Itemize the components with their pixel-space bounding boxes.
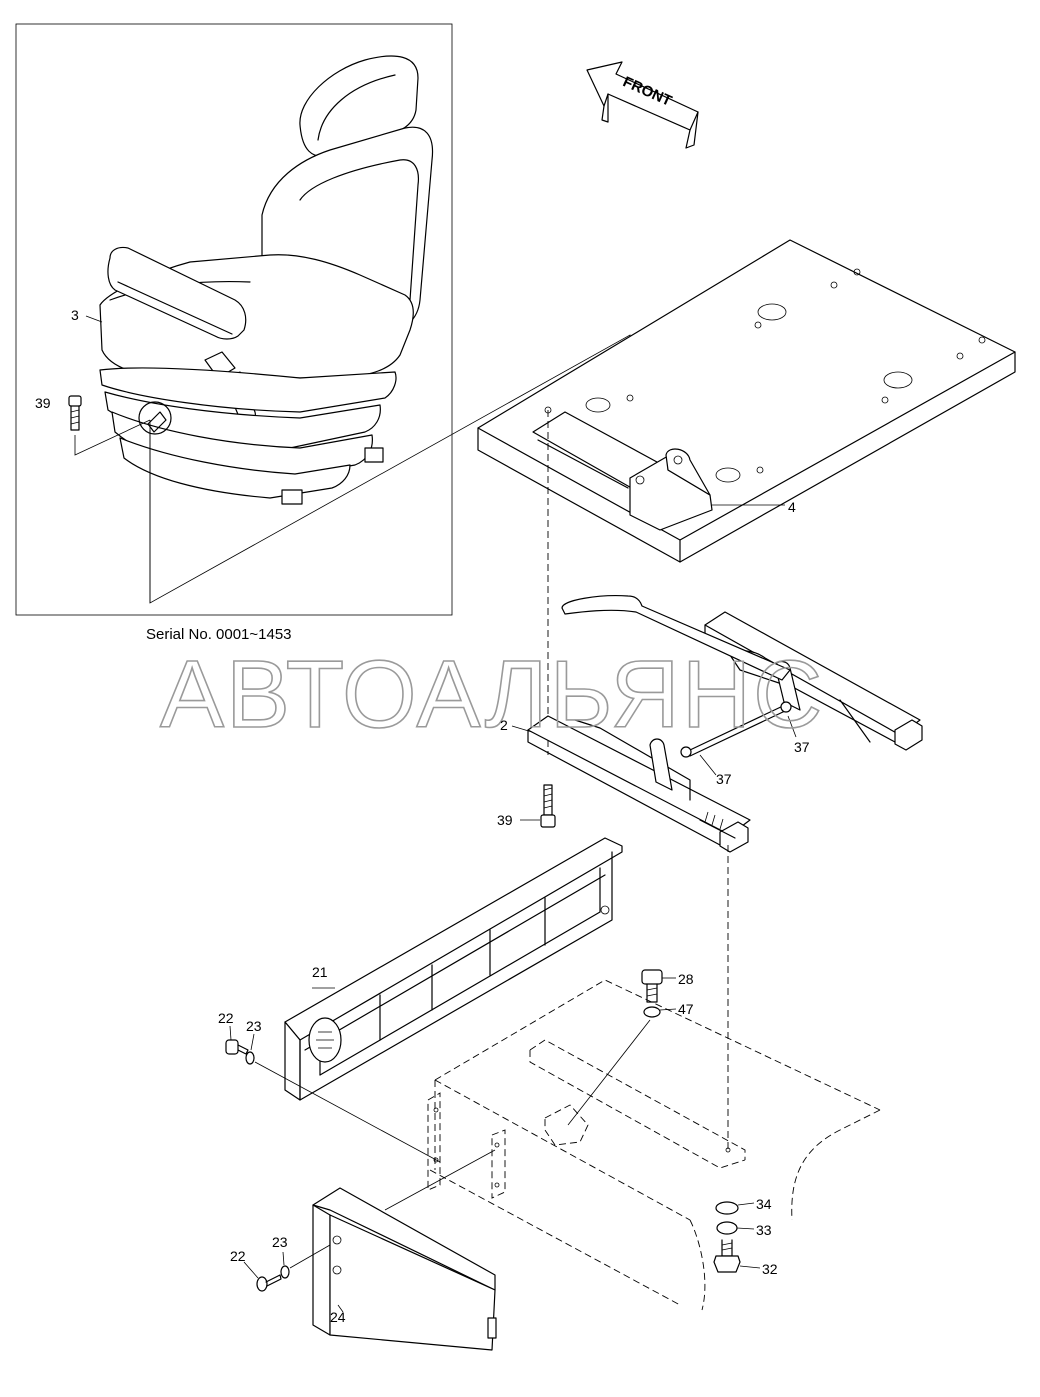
adjust-lever bbox=[561, 595, 791, 681]
callout-34: 34 bbox=[756, 1196, 772, 1212]
callout-28: 28 bbox=[678, 971, 694, 987]
callout-24: 24 bbox=[330, 1309, 346, 1325]
chassis-outline bbox=[427, 979, 881, 1311]
serial-number-note: Serial No. 0001~1453 bbox=[146, 626, 292, 643]
bolt-39 bbox=[540, 784, 556, 828]
washer-23a bbox=[245, 1051, 255, 1065]
front-direction-arrow: FRONT bbox=[586, 61, 699, 149]
bolt-39-inset bbox=[68, 395, 82, 431]
washer-34 bbox=[715, 1201, 739, 1215]
seat-assembly bbox=[99, 55, 434, 505]
callout-37-right: 37 bbox=[794, 739, 810, 755]
callout-22-bottom: 22 bbox=[230, 1248, 246, 1264]
cover-panel-21 bbox=[284, 837, 623, 1101]
seat-rail-left bbox=[527, 715, 751, 853]
callout-23-top: 23 bbox=[246, 1018, 262, 1034]
seat-inset-frame bbox=[15, 23, 453, 616]
callout-32: 32 bbox=[762, 1261, 778, 1277]
callout-33: 33 bbox=[756, 1222, 772, 1238]
callout-23-bottom: 23 bbox=[272, 1234, 288, 1250]
screw-22b bbox=[256, 1274, 282, 1292]
cover-panel-24 bbox=[312, 1187, 497, 1351]
washer-47 bbox=[643, 1006, 661, 1018]
washer-23b bbox=[280, 1265, 290, 1279]
callout-37-left: 37 bbox=[716, 771, 732, 787]
callout-3: 3 bbox=[71, 307, 79, 323]
seat-plate bbox=[477, 239, 1016, 563]
callout-2: 2 bbox=[500, 717, 508, 733]
washer-33 bbox=[716, 1221, 738, 1235]
bolt-32 bbox=[713, 1239, 741, 1273]
callout-47: 47 bbox=[678, 1001, 694, 1017]
watermark: АВТОАЛЬЯНС bbox=[160, 641, 824, 748]
callout-22-top: 22 bbox=[218, 1010, 234, 1026]
callout-39-inset: 39 bbox=[35, 395, 51, 411]
bolt-28 bbox=[641, 969, 663, 1003]
callout-39: 39 bbox=[497, 812, 513, 828]
screw-22a bbox=[225, 1039, 249, 1055]
callout-21: 21 bbox=[312, 964, 328, 980]
callout-4: 4 bbox=[788, 499, 796, 515]
